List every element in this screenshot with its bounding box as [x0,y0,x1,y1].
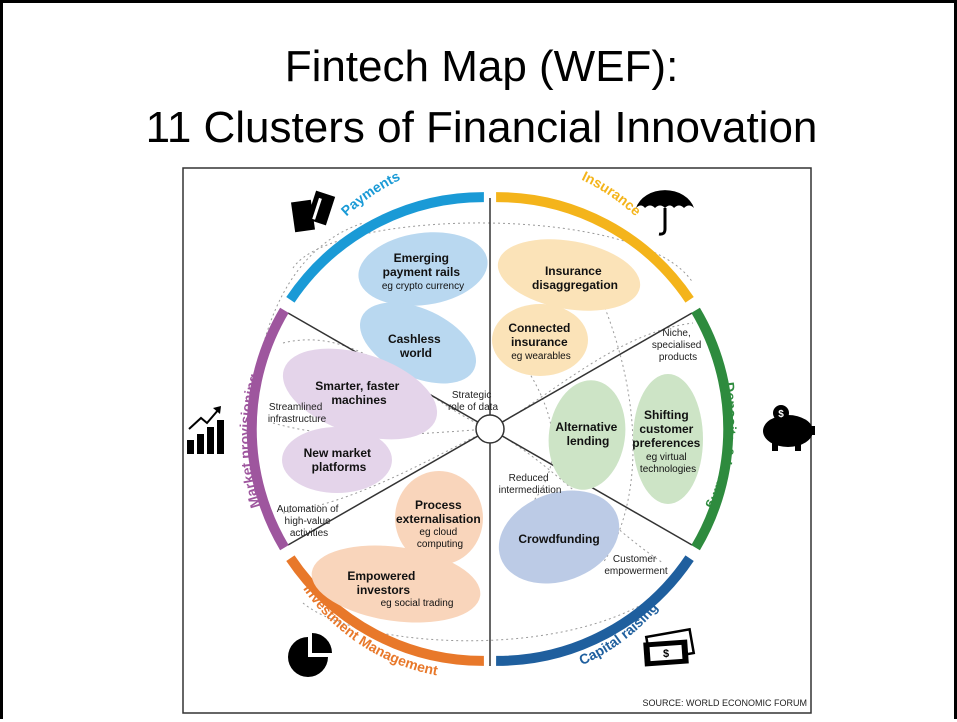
deposits-arc [691,307,734,551]
sector-ring [246,192,734,666]
bubble-shifting-sub1: eg virtual [646,452,687,463]
bubble-smarter-faster-machines [282,348,438,440]
bubble-ins-disagg-text: Insurance disaggregation [532,264,618,292]
bubble-process-sub2: computing [417,539,463,550]
bubble-ins-disagg-title1: Insurance [545,264,602,278]
growth-chart-icon [187,406,224,454]
capital-raising-arc [496,555,694,666]
bubble-new-market-title2: platforms [312,460,367,474]
bubble-crowdfunding-text: Crowdfunding [518,532,599,546]
bubble-shifting-text: Shifting customer preferences eg virtual… [632,408,703,475]
bubble-connected-title1: Connected [508,321,570,335]
bubble-shifting-title1: Shifting [644,408,689,422]
bubble-emerging-text: Emerging payment rails eg crypto currenc… [382,251,464,292]
bubble-connected-insurance [492,304,588,376]
slide-title-line2: 11 Clusters of Financial Innovation [145,103,818,152]
bubble-cashless-title2: world [399,346,432,360]
bubble-emerging-payment-rails [358,232,488,306]
bubble-shifting-customer-preferences [633,374,703,504]
cash-icon: $ [643,627,696,667]
bubble-new-market-title1: New market [304,446,371,460]
theme-automation-3: activities [290,528,328,539]
bubble-crowdfunding-title: Crowdfunding [518,532,599,546]
bubble-connected-sub: eg wearables [511,351,570,362]
bubble-alt-lending-title1: Alternative [555,420,617,434]
bubble-empowered-title1: Empowered [347,569,415,583]
fintech-map-diagram: Payments Insurance Deposits & lending Ca… [182,167,815,714]
theme-streamlined-1: Streamlined [269,402,322,413]
bubble-smarter-text: Smarter, faster machines [315,379,402,407]
theme-streamlined-infrastructure: Streamlined infrastructure [268,402,327,425]
theme-customer-2: empowerment [604,566,668,577]
theme-reduced-1: Reduced [509,473,549,484]
theme-niche-2: specialised [652,340,701,351]
theme-reduced-2: intermediation [499,485,562,496]
bubble-shifting-title2: customer [639,422,693,436]
theme-strategic-1: Strategic [452,390,491,401]
theme-niche-products: Niche, specialised products [652,328,704,363]
bubble-new-market-platforms [282,427,392,493]
source-credit: SOURCE: WORLD ECONOMIC FORUM [642,698,807,708]
bubble-shifting-sub2: technologies [640,464,696,475]
bubble-alt-lending-title2: lending [567,434,610,448]
bubble-smarter-title1: Smarter, faster [315,379,399,393]
bubble-insurance-disaggregation [497,239,641,311]
insurance-arc [496,192,694,303]
bubble-emerging-sub: eg crypto currency [382,281,464,292]
piggy-bank-icon: $ [763,405,815,451]
theme-strategic-role: Strategic role of data [448,390,498,413]
payments-arc [286,192,484,303]
bubble-empowered-investors [311,545,481,623]
pie-chart-icon [288,633,332,677]
theme-automation-2: high-value [285,516,332,527]
bubble-process-sub1: eg cloud [419,527,457,538]
theme-niche-3: products [659,352,697,363]
bubble-empowered-sub: eg social trading [381,598,454,609]
bubble-ins-disagg-title2: disaggregation [532,278,618,292]
theme-automation: Automation of high-value activities [277,504,342,539]
bubble-process-text: Process externalisation eg cloud computi… [396,498,484,550]
svg-text:$: $ [778,409,784,420]
center-hub [475,414,505,444]
bubble-alternative-lending [548,380,626,490]
bubble-emerging-title2: payment rails [383,265,461,279]
bubble-empowered-title2: investors [357,583,411,597]
bubble-shifting-title3: preferences [632,436,700,450]
bubble-process-title2: externalisation [396,512,481,526]
svg-text:$: $ [663,648,669,660]
bubble-crowdfunding [498,490,620,584]
theme-reduced-intermediation: Reduced intermediation [499,473,562,496]
bubble-alt-lending-text: Alternative lending [555,420,620,448]
slide-title-line1: Fintech Map (WEF): [284,42,679,91]
theme-customer-empowerment: Customer empowerment [604,554,668,577]
umbrella-icon [636,190,694,236]
theme-niche-1: Niche, [662,328,690,339]
theme-streamlined-2: infrastructure [268,414,327,425]
credit-card-icon [291,190,336,233]
bubble-smarter-title2: machines [331,393,387,407]
bubble-emerging-title1: Emerging [394,251,449,265]
bubble-cashless-title1: Cashless [388,332,441,346]
bubble-connected-text: Connected insurance eg wearables [508,321,573,362]
bubble-empowered-text: Empowered investors eg social trading [347,569,453,609]
cluster-bubbles [282,232,703,623]
theme-automation-1: Automation of [277,504,339,515]
bubble-connected-title2: insurance [511,335,568,349]
bubble-cashless-text: Cashless world [388,332,444,360]
bubble-process-externalisation [395,471,483,565]
market-provisioning-arc [246,307,289,551]
theme-strategic-2: role of data [448,402,498,413]
theme-customer-1: Customer [613,554,657,565]
bubble-process-title1: Process [415,498,462,512]
bubble-new-market-text: New market platforms [304,446,375,474]
investment-arc [286,555,484,666]
